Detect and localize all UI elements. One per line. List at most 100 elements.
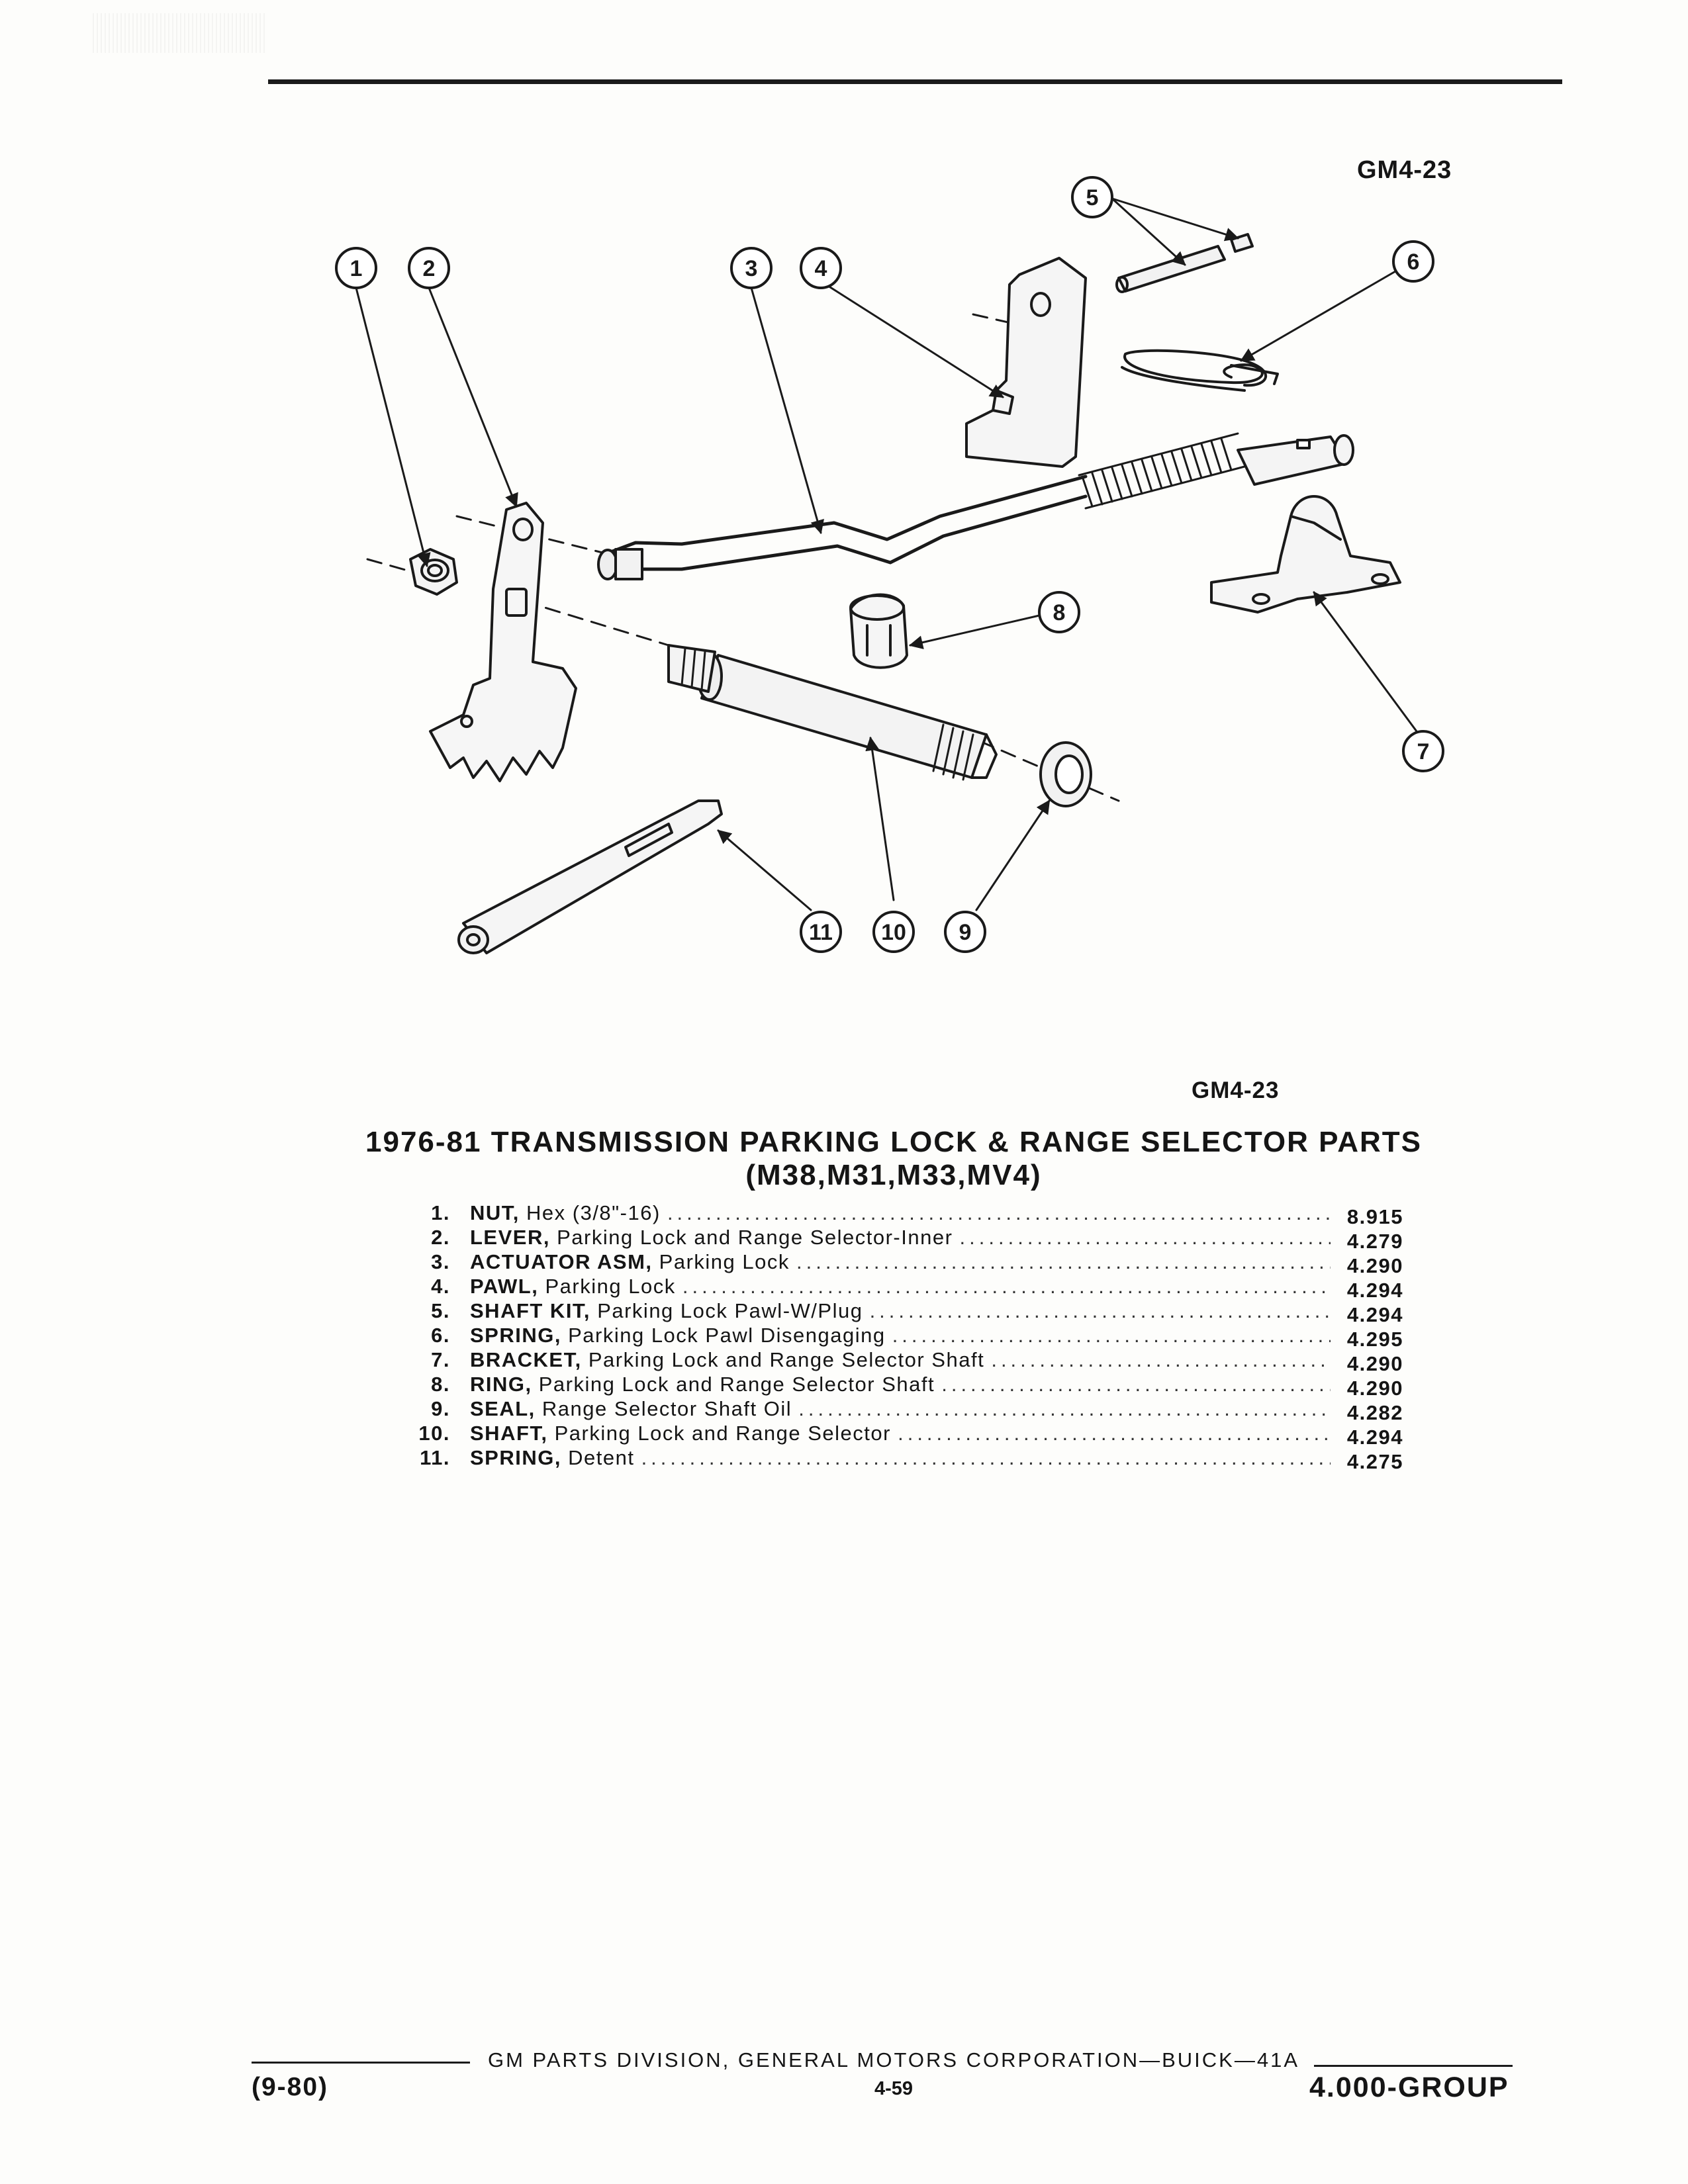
figure-code-top: GM4-23	[1357, 156, 1452, 184]
page-subtitle: (M38,M31,M33,MV4)	[745, 1159, 1042, 1191]
part-nut	[409, 548, 458, 596]
callout-7: 7	[1402, 730, 1444, 772]
part-detail: Parking Lock	[545, 1275, 676, 1298]
part-description: SEAL, Range Selector Shaft Oil .........…	[470, 1397, 1331, 1421]
scan-artifact	[93, 13, 265, 53]
part-description: RING, Parking Lock and Range Selector Sh…	[470, 1373, 1331, 1396]
part-row: 2. LEVER, Parking Lock and Range Selecto…	[397, 1226, 1403, 1253]
part-actuator	[597, 432, 1354, 580]
part-number: 2.	[431, 1226, 450, 1249]
footer-rule-left	[252, 2062, 470, 2064]
part-detail: Parking Lock Pawl Disengaging	[568, 1324, 886, 1347]
dot-leader: ........................................…	[682, 1275, 1331, 1298]
part-name: SPRING,	[470, 1446, 561, 1469]
svg-text:6: 6	[1407, 250, 1420, 275]
footer-page-number: 4-59	[874, 2078, 914, 2099]
part-row: 8. RING, Parking Lock and Range Selector…	[397, 1373, 1403, 1400]
part-number: 3.	[431, 1250, 450, 1273]
footer-group: 4.000-GROUP	[1309, 2071, 1509, 2103]
part-seal	[1039, 741, 1092, 807]
top-rule	[268, 79, 1562, 84]
part-number: 1.	[431, 1201, 450, 1224]
part-group-number: 4.290	[1346, 1352, 1403, 1375]
svg-text:9: 9	[959, 920, 972, 945]
page-title: 1976-81 TRANSMISSION PARKING LOCK & RANG…	[365, 1126, 1422, 1158]
callout-3: 3	[730, 247, 773, 289]
part-shaft-kit	[1115, 233, 1254, 293]
dot-leader: ........................................…	[898, 1422, 1331, 1445]
svg-text:2: 2	[423, 256, 436, 281]
svg-text:3: 3	[745, 256, 758, 281]
part-pawl	[965, 257, 1087, 468]
part-detail: Parking Lock and Range Selector	[554, 1422, 891, 1445]
figure-code-bottom: GM4-23	[1192, 1077, 1280, 1103]
part-row: 3. ACTUATOR ASM, Parking Lock ..........…	[397, 1250, 1403, 1277]
callout-2: 2	[408, 247, 450, 289]
part-row: 1. NUT, Hex (3/8"-16) ..................…	[397, 1201, 1403, 1228]
footer-publisher: GM PARTS DIVISION, GENERAL MOTORS CORPOR…	[487, 2048, 1300, 2071]
part-name: SEAL,	[470, 1397, 536, 1420]
callout-9: 9	[944, 911, 986, 953]
callout-11: 11	[800, 911, 842, 953]
dot-leader: ........................................…	[941, 1373, 1331, 1396]
part-group-number: 4.294	[1346, 1303, 1403, 1326]
part-detail: Detent	[568, 1446, 635, 1469]
parts-list: 1. NUT, Hex (3/8"-16) ..................…	[397, 1201, 1403, 1473]
footer-rule-right	[1314, 2065, 1513, 2067]
part-number: 11.	[420, 1446, 450, 1469]
part-detail: Parking Lock Pawl-W/Plug	[597, 1299, 863, 1322]
part-detail: Hex (3/8"-16)	[526, 1201, 661, 1224]
part-group-number: 8.915	[1346, 1205, 1403, 1228]
svg-text:5: 5	[1086, 185, 1099, 210]
callout-4: 4	[800, 247, 842, 289]
callout-8: 8	[1038, 591, 1080, 633]
part-group-number: 4.295	[1346, 1328, 1403, 1351]
dot-leader: ........................................…	[798, 1397, 1331, 1420]
dot-leader: ........................................…	[869, 1299, 1331, 1322]
part-shaft	[667, 644, 998, 781]
part-row: 4. PAWL, Parking Lock ..................…	[397, 1275, 1403, 1302]
part-row: 6. SPRING, Parking Lock Pawl Disengaging…	[397, 1324, 1403, 1351]
svg-text:4: 4	[815, 256, 827, 281]
actuator-spring	[1078, 432, 1246, 510]
part-detent-spring	[457, 799, 723, 954]
part-detail: Parking Lock and Range Selector-Inner	[557, 1226, 953, 1249]
part-detail: Parking Lock	[659, 1250, 790, 1273]
part-number: 6.	[431, 1324, 450, 1347]
part-description: SPRING, Parking Lock Pawl Disengaging ..…	[470, 1324, 1331, 1347]
part-name: LEVER,	[470, 1226, 550, 1249]
callout-5: 5	[1071, 176, 1113, 218]
callout-10: 10	[872, 911, 915, 953]
part-description: NUT, Hex (3/8"-16) .....................…	[470, 1201, 1331, 1225]
dot-leader: ........................................…	[991, 1348, 1331, 1371]
part-row: 10. SHAFT, Parking Lock and Range Select…	[397, 1422, 1403, 1449]
svg-text:10: 10	[881, 920, 906, 945]
part-number: 10.	[418, 1422, 450, 1445]
part-description: SHAFT, Parking Lock and Range Selector .…	[470, 1422, 1331, 1445]
dot-leader: ........................................…	[892, 1324, 1331, 1347]
part-number: 4.	[431, 1275, 450, 1298]
dot-leader: ........................................…	[959, 1226, 1331, 1249]
leader-lines	[355, 197, 1418, 911]
part-bracket	[1210, 495, 1401, 614]
part-name: ACTUATOR ASM,	[470, 1250, 653, 1273]
dot-leader: ........................................…	[667, 1201, 1331, 1224]
part-row: 9. SEAL, Range Selector Shaft Oil ......…	[397, 1397, 1403, 1424]
part-row: 7. BRACKET, Parking Lock and Range Selec…	[397, 1348, 1403, 1375]
svg-text:8: 8	[1053, 600, 1066, 625]
dot-leader: ........................................…	[641, 1446, 1331, 1469]
svg-text:1: 1	[350, 256, 363, 281]
part-description: LEVER, Parking Lock and Range Selector-I…	[470, 1226, 1331, 1250]
part-number: 5.	[431, 1299, 450, 1322]
part-spring-clip	[1121, 349, 1279, 392]
part-number: 7.	[431, 1348, 450, 1371]
part-row: 5. SHAFT KIT, Parking Lock Pawl-W/Plug .…	[397, 1299, 1403, 1326]
footer-date: (9-80)	[252, 2073, 329, 2101]
part-name: SHAFT KIT,	[470, 1299, 591, 1322]
part-name: PAWL,	[470, 1275, 539, 1298]
part-name: RING,	[470, 1373, 532, 1396]
part-name: BRACKET,	[470, 1348, 582, 1371]
part-detail: Range Selector Shaft Oil	[541, 1397, 792, 1420]
callout-1: 1	[335, 247, 377, 289]
